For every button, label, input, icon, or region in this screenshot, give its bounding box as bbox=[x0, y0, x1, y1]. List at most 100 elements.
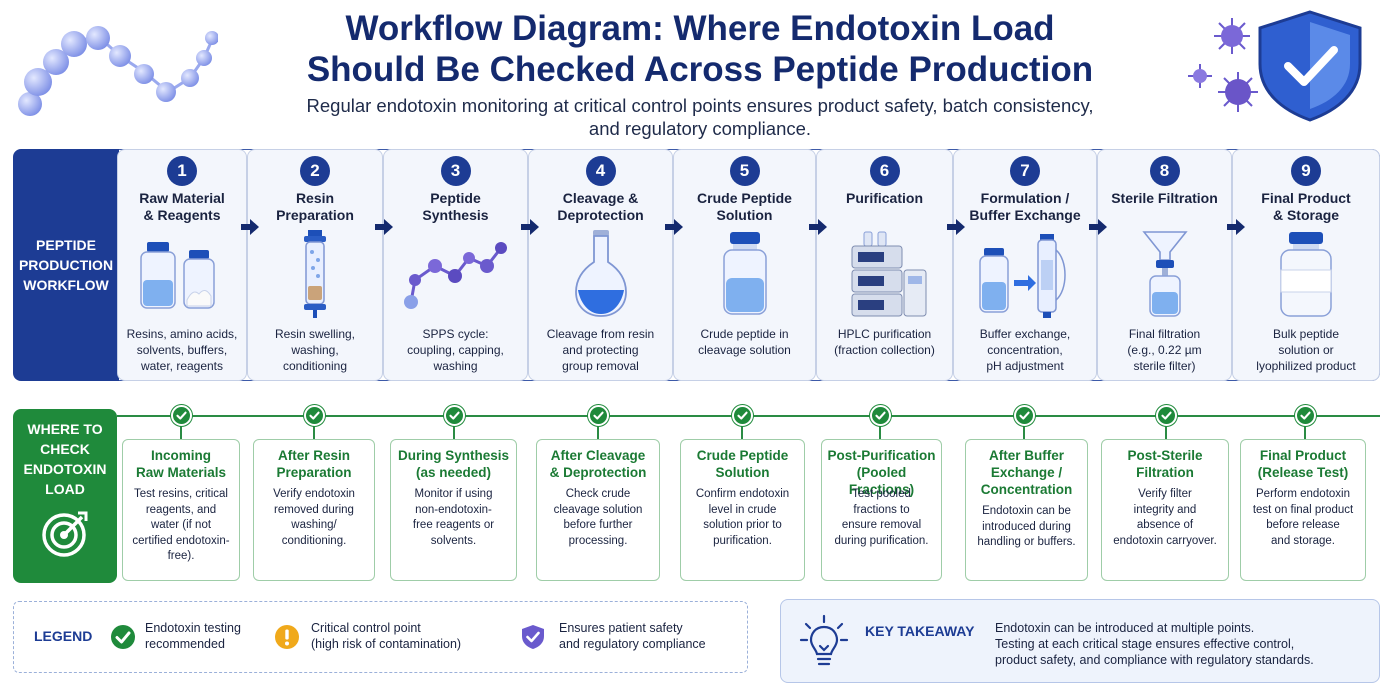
page-title: Workflow Diagram: Where Endotoxin Load S… bbox=[306, 9, 1094, 89]
checkpoint-check-icon bbox=[303, 405, 325, 426]
step-number-badge: 2 bbox=[300, 156, 330, 186]
shield-check-icon bbox=[522, 625, 544, 649]
checkpoint-check-icon bbox=[587, 405, 609, 426]
lightbulb-icon bbox=[799, 614, 849, 666]
step-number-badge: 3 bbox=[440, 156, 471, 186]
sterile-filter-icon bbox=[1110, 230, 1220, 320]
checkpoint-stem bbox=[1023, 425, 1025, 439]
step-title: Final Product& Storage bbox=[1261, 190, 1351, 223]
checkpoint-stem bbox=[453, 425, 455, 439]
step-description: Resin swelling,washing,conditioning bbox=[274, 327, 356, 373]
warning-circle-icon bbox=[275, 625, 299, 649]
peptide-chain-decoration-icon bbox=[18, 26, 218, 116]
step-title: Raw Material& Reagents bbox=[139, 190, 225, 223]
checkpoint-title: Post-Purification(Pooled Fractions) bbox=[827, 448, 936, 497]
step-number-badge: 6 bbox=[869, 156, 900, 186]
workflow-side-label: PEPTIDE PRODUCTION WORKFLOW bbox=[13, 149, 119, 381]
step-number-badge: 5 bbox=[729, 156, 760, 186]
buffer-exchange-icon bbox=[970, 230, 1080, 320]
checkpoint-check-icon bbox=[869, 405, 891, 426]
step-arrow-icon bbox=[521, 219, 539, 235]
step-arrow-icon bbox=[1089, 219, 1107, 235]
step-description: Buffer exchange,concentration,pH adjustm… bbox=[979, 327, 1071, 373]
step-number-badge: 8 bbox=[1149, 156, 1180, 186]
checkpoint-card-3: During Synthesis(as needed) Monitor if us… bbox=[390, 439, 517, 581]
step-number-badge: 1 bbox=[167, 156, 197, 186]
peptide-chain-icon bbox=[401, 230, 511, 320]
checkpoint-stem bbox=[1304, 425, 1306, 439]
step-title: Cleavage &Deprotection bbox=[557, 190, 644, 223]
checkpoint-check-icon bbox=[443, 405, 465, 426]
legend-title: LEGEND bbox=[34, 628, 93, 644]
key-takeaway-box: KEY TAKEAWAY Endotoxin can be introduced… bbox=[780, 599, 1380, 683]
checkpoint-title: After Cleavage& Deprotection bbox=[549, 448, 647, 480]
resin-column-icon bbox=[260, 230, 370, 320]
step-arrow-icon bbox=[1227, 219, 1245, 235]
step-title: Sterile Filtration bbox=[1111, 190, 1218, 206]
step-number-badge: 4 bbox=[585, 156, 616, 186]
check-side-label: WHERE TO CHECK ENDOTOXIN LOAD bbox=[13, 409, 117, 583]
step-arrow-icon bbox=[241, 219, 259, 235]
checkpoint-stem bbox=[1165, 425, 1167, 439]
step-title: Formulation /Buffer Exchange bbox=[969, 190, 1081, 223]
checkpoint-card-6: Post-Purification(Pooled Fractions)Test … bbox=[821, 439, 942, 581]
step-arrow-icon bbox=[665, 219, 683, 235]
solution-bottle-icon bbox=[690, 230, 800, 320]
step-title: Purification bbox=[845, 190, 923, 206]
checkpoint-check-icon bbox=[1294, 405, 1316, 426]
checkpoint-check-icon bbox=[1013, 405, 1035, 426]
checkpoint-check-icon bbox=[731, 405, 753, 426]
checkpoint-stem bbox=[879, 425, 881, 439]
checkpoint-title: During Synthesis(as needed) bbox=[397, 448, 510, 480]
final-vial-icon bbox=[1251, 230, 1361, 320]
step-description: SPPS cycle:coupling, capping,washing bbox=[407, 327, 504, 373]
checkpoint-stem bbox=[180, 425, 182, 439]
virus-shield-decoration-icon bbox=[1188, 10, 1362, 122]
checkpoint-stem bbox=[313, 425, 315, 439]
checkpoint-card-9: Final Product(Release Test)Perform endot… bbox=[1240, 439, 1366, 581]
target-icon bbox=[42, 511, 88, 557]
step-number-badge: 7 bbox=[1010, 156, 1040, 186]
step-description: HPLC purification(fraction collection) bbox=[834, 327, 935, 357]
checkpoint-check-icon bbox=[1155, 405, 1177, 426]
step-arrow-icon bbox=[375, 219, 393, 235]
checkpoint-stem bbox=[741, 425, 743, 439]
takeaway-title: KEY TAKEAWAY bbox=[865, 623, 975, 639]
page-subtitle: Regular endotoxin monitoring at critical… bbox=[306, 95, 1094, 139]
legend-item-critical: Critical control point(high risk of cont… bbox=[311, 621, 462, 651]
hplc-system-icon bbox=[830, 230, 940, 320]
step-number-badge: 9 bbox=[1291, 156, 1321, 186]
